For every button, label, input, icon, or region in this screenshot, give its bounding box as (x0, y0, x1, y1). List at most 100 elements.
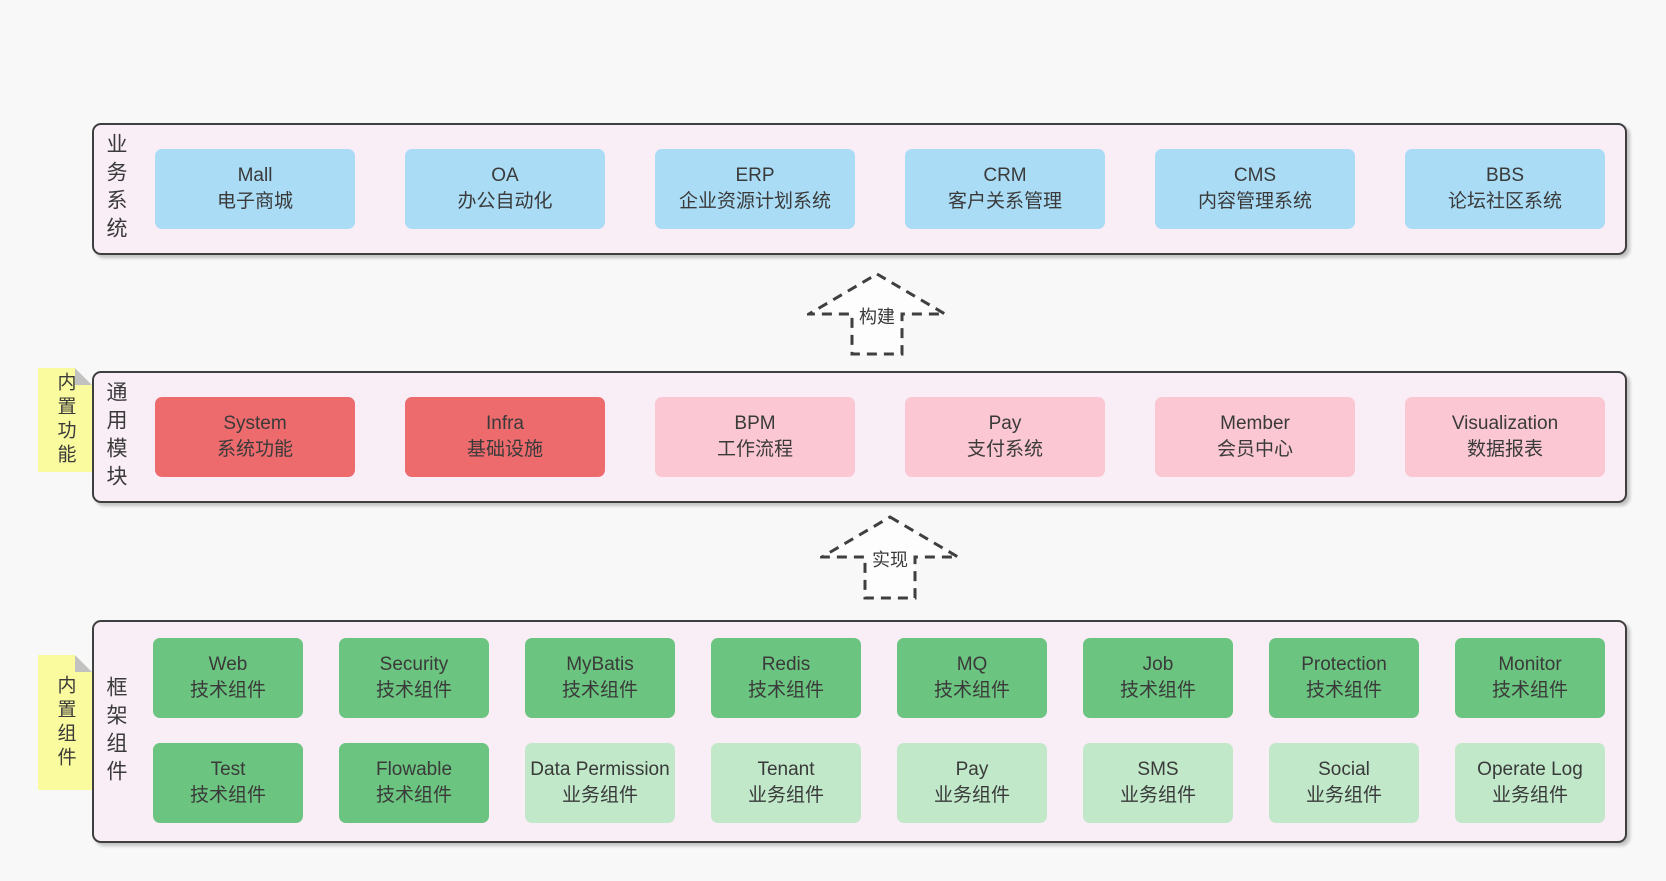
sticky-note-built-in-components: 内置组件 (38, 655, 92, 790)
module-box-test: Test 技术组件 (153, 743, 303, 823)
box-title: Operate Log (1477, 759, 1583, 780)
box-title: Test (210, 759, 246, 780)
module-box-sms: SMS 业务组件 (1083, 743, 1233, 823)
box-title: Protection (1301, 654, 1387, 675)
module-box-row: System 系统功能 Infra 基础设施 BPM 工作流程 Pay 支付系统 Member 会… (155, 397, 1605, 477)
box-title: Social (1318, 759, 1370, 780)
module-box-redis: Redis 技术组件 (711, 638, 861, 718)
box-title: SMS (1137, 759, 1179, 780)
box-subtitle: 办公自动化 (457, 191, 553, 212)
module-box-mq: MQ 技术组件 (897, 638, 1047, 718)
box-title: Data Permission (530, 759, 670, 780)
box-subtitle: 技术组件 (375, 680, 452, 701)
band-label-framework-components: 框架组件 (104, 675, 127, 788)
module-box-oa: OA 办公自动化 (405, 149, 605, 229)
module-box-bpm: BPM 工作流程 (655, 397, 855, 477)
box-title: Pay (955, 759, 989, 780)
box-title: Member (1220, 413, 1290, 434)
box-subtitle: 论坛社区系统 (1447, 191, 1562, 212)
box-subtitle: 技术组件 (1491, 680, 1568, 701)
box-title: BBS (1485, 165, 1525, 186)
box-title: Flowable (375, 759, 453, 780)
module-box-infra: Infra 基础设施 (405, 397, 605, 477)
box-subtitle: 业务组件 (1305, 785, 1382, 806)
box-subtitle: 客户关系管理 (947, 191, 1062, 212)
module-box-social: Social 业务组件 (1269, 743, 1419, 823)
box-subtitle: 支付系统 (966, 439, 1043, 460)
arrow-build: 构建 (807, 272, 947, 356)
box-subtitle: 业务组件 (747, 785, 824, 806)
module-box-system: System 系统功能 (155, 397, 355, 477)
module-box-pay: Pay 业务组件 (897, 743, 1047, 823)
box-subtitle: 电子商城 (216, 191, 293, 212)
box-title: Infra (485, 413, 525, 434)
box-subtitle: 数据报表 (1466, 439, 1543, 460)
band-label-business-systems: 业务系统 (104, 133, 127, 245)
box-title: MQ (956, 654, 988, 675)
box-subtitle: 内容管理系统 (1197, 191, 1312, 212)
arrow-label: 实现 (869, 549, 911, 573)
arrow-label: 构建 (856, 306, 898, 330)
module-box-cms: CMS 内容管理系统 (1155, 149, 1355, 229)
box-title: OA (491, 165, 519, 186)
module-box-operate-log: Operate Log 业务组件 (1455, 743, 1605, 823)
box-title: Mall (237, 165, 273, 186)
box-title: Web (208, 654, 248, 675)
box-subtitle: 技术组件 (933, 680, 1010, 701)
box-title: Tenant (757, 759, 815, 780)
box-title: Visualization (1451, 413, 1559, 434)
box-subtitle: 技术组件 (1119, 680, 1196, 701)
module-box-tenant: Tenant 业务组件 (711, 743, 861, 823)
arrow-implement: 实现 (820, 515, 960, 600)
sticky-note-built-in-features: 内置功能 (38, 368, 92, 472)
module-box-protection: Protection 技术组件 (1269, 638, 1419, 718)
module-box-flowable: Flowable 技术组件 (339, 743, 489, 823)
box-title: System (223, 413, 287, 434)
box-subtitle: 技术组件 (189, 680, 266, 701)
box-title: Job (1142, 654, 1174, 675)
box-title: ERP (735, 165, 775, 186)
module-box-member: Member 会员中心 (1155, 397, 1355, 477)
module-box-visualization: Visualization 数据报表 (1405, 397, 1605, 477)
box-subtitle: 技术组件 (375, 785, 452, 806)
box-subtitle: 工作流程 (716, 439, 793, 460)
box-subtitle: 技术组件 (189, 785, 266, 806)
box-title: Pay (988, 413, 1022, 434)
module-box-mybatis: MyBatis 技术组件 (525, 638, 675, 718)
box-title: BPM (734, 413, 776, 434)
module-box-security: Security 技术组件 (339, 638, 489, 718)
box-title: MyBatis (566, 654, 634, 675)
box-subtitle: 业务组件 (561, 785, 638, 806)
module-box-job: Job 技术组件 (1083, 638, 1233, 718)
module-box-web: Web 技术组件 (153, 638, 303, 718)
box-subtitle: 技术组件 (561, 680, 638, 701)
box-subtitle: 会员中心 (1216, 439, 1293, 460)
box-title: Redis (761, 654, 811, 675)
module-box-mall: Mall 电子商城 (155, 149, 355, 229)
sticky-note-label: 内置组件 (54, 674, 76, 771)
box-subtitle: 业务组件 (1119, 785, 1196, 806)
box-title: Security (379, 654, 449, 675)
module-box-pay: Pay 支付系统 (905, 397, 1105, 477)
box-subtitle: 基础设施 (466, 439, 543, 460)
box-subtitle: 业务组件 (933, 785, 1010, 806)
box-title: CMS (1233, 165, 1277, 186)
module-box-data-permission: Data Permission 业务组件 (525, 743, 675, 823)
sticky-note-label: 内置功能 (54, 372, 76, 468)
box-subtitle: 技术组件 (747, 680, 824, 701)
box-subtitle: 业务组件 (1491, 785, 1568, 806)
module-box-bbs: BBS 论坛社区系统 (1405, 149, 1605, 229)
box-subtitle: 系统功能 (216, 439, 293, 460)
box-subtitle: 技术组件 (1305, 680, 1382, 701)
